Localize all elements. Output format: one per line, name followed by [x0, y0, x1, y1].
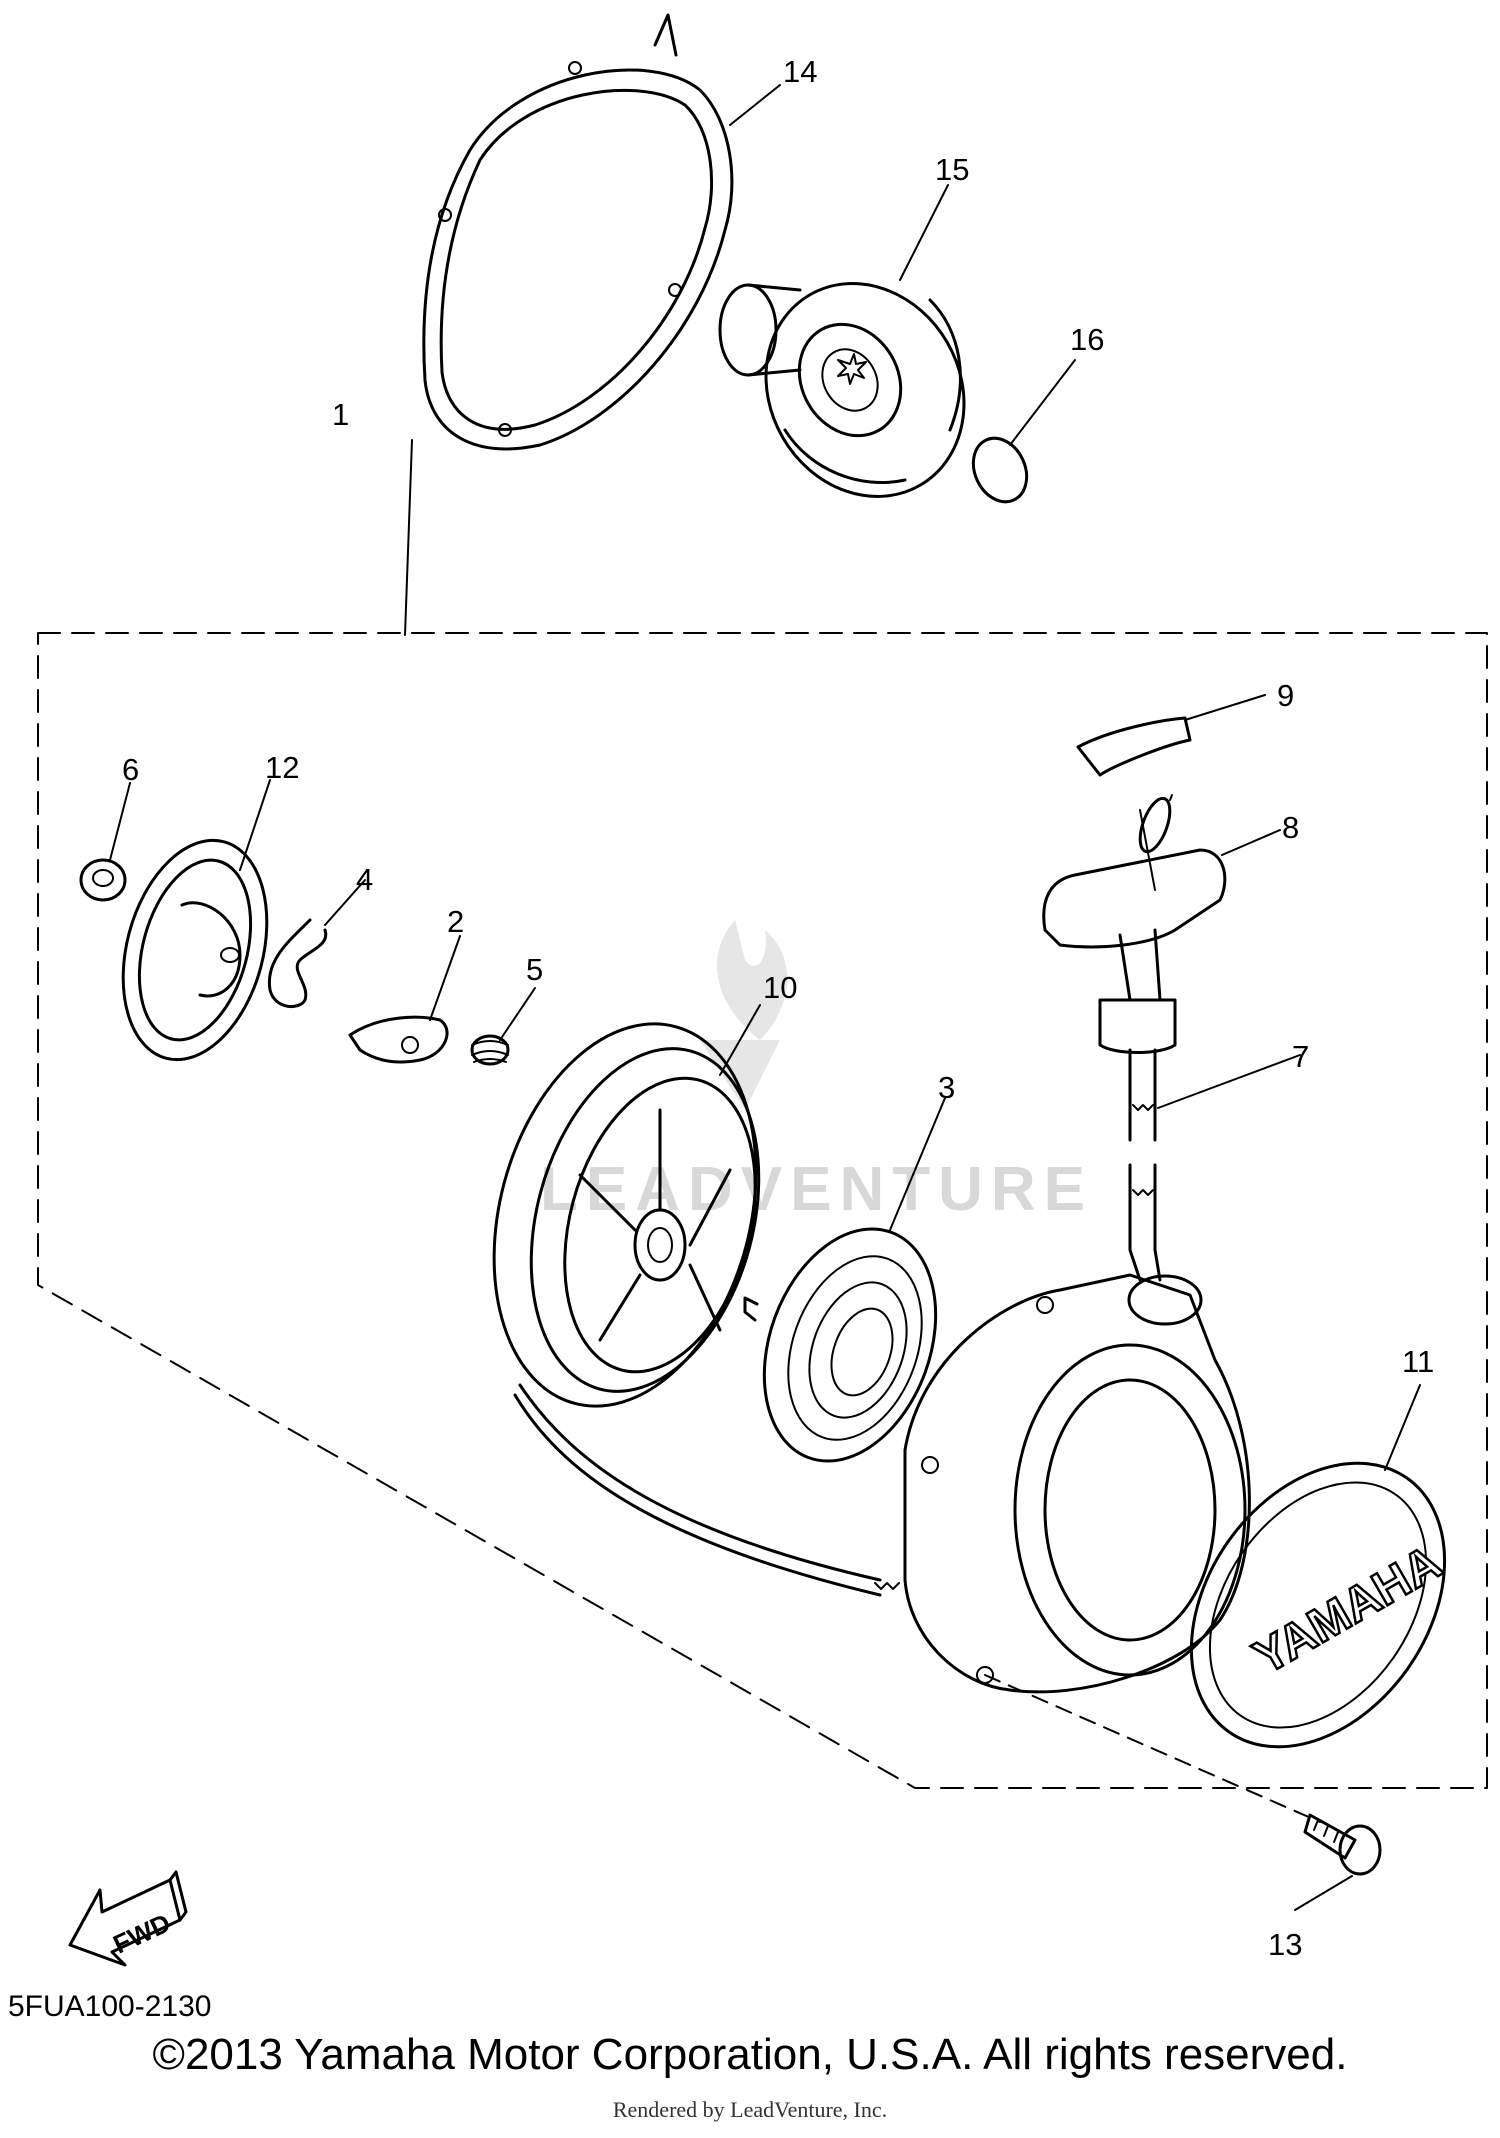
callout-1: 1 [332, 397, 349, 432]
fwd-arrow-icon: FWD [68, 1870, 188, 1967]
watermark: LEADVENTURE [540, 920, 1093, 1224]
starter-rope-part [513, 1048, 1162, 1597]
callout-8: 8 [1282, 810, 1299, 845]
o-ring-part [971, 436, 1029, 504]
nut-part [79, 858, 127, 902]
callout-12: 12 [265, 750, 299, 785]
callout-10: 10 [763, 970, 797, 1005]
sheave-drum-part [492, 1022, 761, 1408]
yamaha-cover-part: YAMAHA [1189, 1461, 1452, 1749]
diagram-code: 5FUA100-2130 [8, 1990, 212, 2023]
plate-part [121, 838, 269, 1062]
pawl-spring-part [470, 1034, 510, 1066]
assembly-boundary [37, 632, 1488, 1789]
spiral-spring-part [743, 1227, 938, 1463]
drive-pulley-part [718, 282, 966, 498]
fwd-label: FWD [109, 1907, 175, 1959]
starter-case-part [903, 1273, 1251, 1694]
pawl-part [348, 1015, 449, 1064]
starter-handle-part [1042, 794, 1227, 1054]
callout-9: 9 [1277, 678, 1294, 713]
callout-11: 11 [1402, 1344, 1434, 1379]
callout-16: 16 [1070, 322, 1104, 357]
rendered-by-credit: Rendered by LeadVenture, Inc. [612, 2097, 888, 2122]
callout-13: 13 [1268, 1927, 1302, 1962]
yamaha-logo: YAMAHA [1245, 1536, 1450, 1685]
callout-7: 7 [1292, 1039, 1309, 1074]
callout-15: 15 [935, 152, 969, 187]
callout-6: 6 [122, 752, 139, 787]
gasket-part [422, 13, 734, 451]
callout-2: 2 [447, 904, 464, 939]
watermark-text: LEADVENTURE [540, 1155, 1093, 1224]
callout-4: 4 [356, 862, 373, 897]
spring-clip-part [267, 918, 328, 1009]
copyright-notice: ©2013 Yamaha Motor Corporation, U.S.A. A… [152, 2030, 1348, 2079]
callout-5: 5 [526, 952, 543, 987]
callout-3: 3 [938, 1070, 955, 1105]
callouts: 1 2 3 4 5 6 7 8 9 10 11 12 13 14 15 16 [122, 54, 1434, 1962]
handle-cap-part [1076, 716, 1192, 777]
leader-lines [109, 84, 1421, 1911]
callout-14: 14 [783, 54, 817, 89]
bolt-part [1303, 1813, 1382, 1876]
